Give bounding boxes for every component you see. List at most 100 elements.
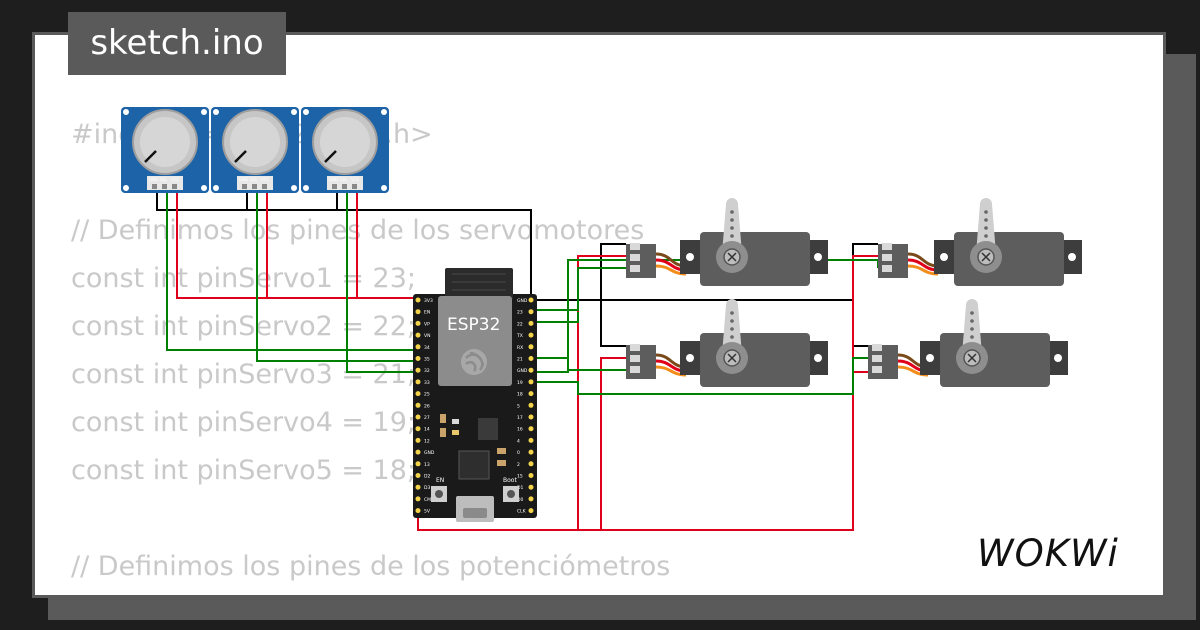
pin-left[interactable] [415, 496, 421, 502]
servo-horn[interactable] [722, 198, 742, 254]
servo-motor[interactable] [626, 198, 828, 286]
pot-pin[interactable] [152, 184, 157, 189]
component-cap4 [497, 460, 506, 466]
pin-left[interactable] [415, 449, 421, 455]
servo-connector-pin[interactable] [882, 254, 892, 261]
pot-pin[interactable] [162, 184, 167, 189]
pot-pin[interactable] [172, 184, 177, 189]
servo-horn-hole [730, 311, 734, 315]
servo-connector-pin[interactable] [630, 366, 640, 373]
pin-right[interactable] [528, 297, 534, 303]
servo-connector-pin[interactable] [630, 265, 640, 272]
pin-right-label: TX [516, 333, 523, 339]
pin-left[interactable] [415, 461, 421, 467]
servo-screw-cross [727, 252, 737, 262]
servo-connector-pin[interactable] [872, 366, 882, 373]
pin-left[interactable] [415, 309, 421, 315]
pin-right[interactable] [528, 402, 534, 408]
pin-left[interactable] [415, 437, 421, 443]
pot-pin-label: VCC [171, 177, 180, 182]
pin-right[interactable] [528, 367, 534, 373]
pin-left[interactable] [415, 332, 421, 338]
servo-connector-pin[interactable] [882, 243, 892, 250]
pin-left-label: 34 [424, 345, 430, 351]
boot-button-label: Boot [503, 477, 517, 484]
pin-right[interactable] [528, 309, 534, 315]
servo-connector-pin[interactable] [630, 344, 640, 351]
pin-right[interactable] [528, 356, 534, 361]
servo-mount-hole [1068, 253, 1076, 261]
pin-right[interactable] [528, 426, 534, 432]
servo-horn[interactable] [962, 299, 982, 355]
usb-port-icon [456, 496, 494, 522]
pin-right[interactable] [528, 391, 534, 397]
wire-vcc-servo1 [577, 255, 626, 530]
pin-left[interactable] [415, 320, 421, 326]
pot-pin[interactable] [262, 184, 267, 189]
pot-pin[interactable] [332, 184, 337, 189]
servo-motor[interactable] [626, 299, 828, 387]
pin-right[interactable] [528, 508, 534, 514]
servo-motor[interactable] [878, 198, 1082, 286]
esp32-board[interactable]: ESP32 3V3ENVPVN343532332526271412GND13D2… [413, 268, 537, 522]
pin-right[interactable] [528, 414, 534, 420]
pin-right[interactable] [528, 379, 534, 385]
pin-left[interactable] [415, 297, 421, 303]
pin-right[interactable] [528, 484, 534, 490]
pin-left[interactable] [415, 344, 421, 350]
pin-right-label: GND [517, 368, 528, 374]
servo-connector-pin[interactable] [630, 355, 640, 362]
pin-right[interactable] [528, 461, 534, 467]
servo-connector-pin[interactable] [872, 355, 882, 362]
servo-horn-hole [984, 234, 988, 238]
pin-right[interactable] [528, 344, 534, 350]
servo-mount-hole [926, 354, 934, 362]
pot-pin[interactable] [252, 184, 257, 189]
pot-pin[interactable] [242, 184, 247, 189]
pin-left[interactable] [415, 402, 421, 408]
pin-left[interactable] [415, 379, 421, 385]
pin-right[interactable] [528, 496, 534, 502]
pin-left[interactable] [415, 484, 421, 490]
pin-right[interactable] [528, 449, 534, 455]
pot-pin[interactable] [342, 184, 347, 189]
en-button[interactable] [431, 486, 447, 502]
pin-right[interactable] [528, 473, 534, 478]
pin-left[interactable] [415, 391, 421, 397]
servo-horn-hole [970, 311, 974, 315]
pot-hole [303, 185, 309, 191]
servo-motor[interactable] [868, 299, 1068, 387]
pot-pin-label: SIG [340, 177, 347, 182]
left-pin-header: 3V3ENVPVN343532332526271412GND13D2D3CMD5… [415, 297, 435, 515]
servo-horn-hole [730, 234, 734, 238]
file-tab[interactable]: sketch.ino [68, 12, 286, 75]
servo-horn-hole [730, 226, 734, 230]
wire-vcc-servo3 [852, 255, 878, 372]
servo-connector-pin[interactable] [882, 265, 892, 272]
pot-hole [291, 185, 297, 191]
pin-right[interactable] [528, 437, 534, 443]
pin-left[interactable] [415, 367, 421, 373]
servo-connector-pin[interactable] [630, 243, 640, 250]
wire-gnd-bus3 [600, 300, 626, 347]
pin-left[interactable] [415, 473, 421, 478]
wire-sig-servo4 [531, 357, 868, 395]
wire-gnd-bus2 [600, 243, 626, 300]
servo-connector-pin[interactable] [630, 254, 640, 261]
boot-button[interactable] [503, 486, 519, 502]
pin-right[interactable] [528, 320, 534, 326]
servo-horn[interactable] [722, 299, 742, 355]
pin-right[interactable] [528, 332, 534, 338]
pin-left[interactable] [415, 414, 421, 420]
pin-left[interactable] [415, 356, 421, 361]
pin-left[interactable] [415, 426, 421, 432]
servo-connector-pin[interactable] [872, 344, 882, 351]
servo-horn[interactable] [976, 198, 996, 254]
pin-left-label: 27 [424, 415, 430, 421]
pot-pin[interactable] [352, 184, 357, 189]
pin-left[interactable] [415, 508, 421, 514]
wire-layer [156, 188, 879, 531]
